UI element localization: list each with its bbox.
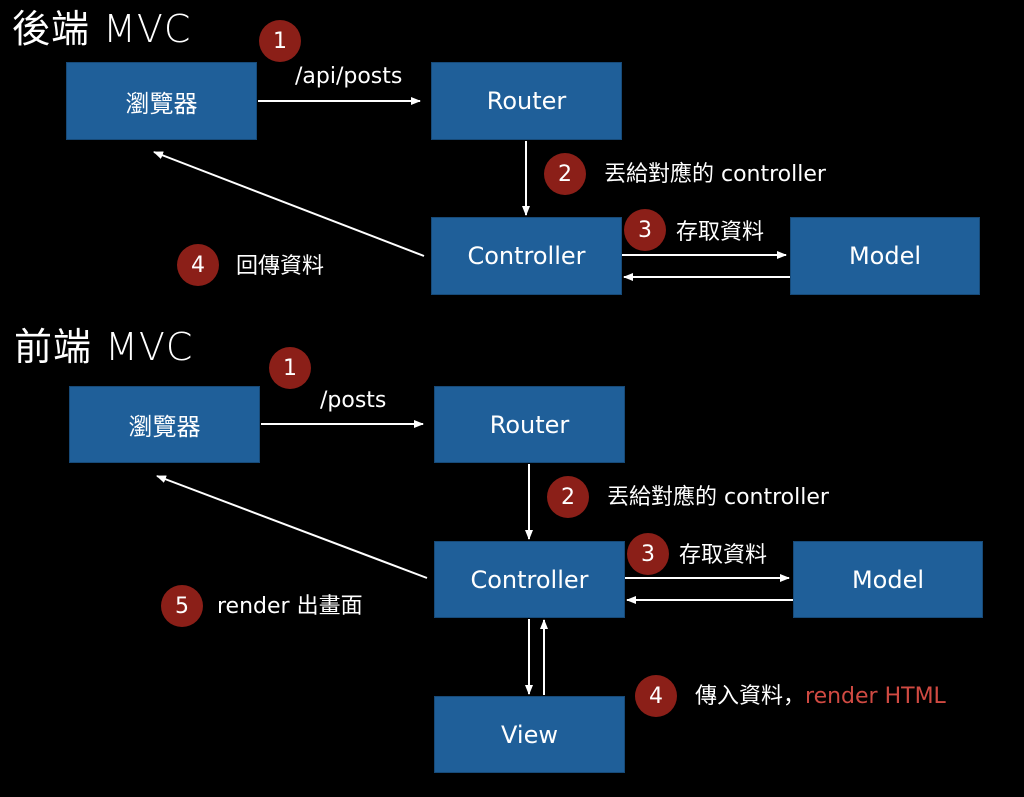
backend-step-1-label: /api/posts <box>295 64 403 89</box>
frontend-browser-box: 瀏覽器 <box>69 386 260 463</box>
frontend-view-label: View <box>501 720 558 749</box>
backend-controller-box: Controller <box>431 217 622 295</box>
frontend-step-3-badge: 3 <box>627 533 669 575</box>
backend-router-label: Router <box>486 87 567 115</box>
frontend-controller-box: Controller <box>434 541 625 618</box>
frontend-step-1-label: /posts <box>320 388 387 413</box>
frontend-model-box: Model <box>793 541 983 618</box>
backend-step-1-badge: 1 <box>259 20 301 62</box>
backend-step-4-label: 回傳資料 <box>236 254 325 279</box>
frontend-step-4-highlight: render HTML <box>805 684 946 709</box>
backend-browser-label: 瀏覽器 <box>125 89 198 118</box>
frontend-browser-label: 瀏覽器 <box>128 413 201 441</box>
arrow-frontend-controller-to-browser <box>156 475 428 579</box>
backend-model-label: Model <box>848 242 922 270</box>
frontend-step-2-badge: 2 <box>547 476 589 518</box>
backend-step-2-label: 丟給對應的 controller <box>604 162 826 187</box>
frontend-step-5-label: render 出畫面 <box>217 594 363 619</box>
frontend-model-label: Model <box>851 565 925 594</box>
frontend-step-4-text: 傳入資料， <box>695 684 806 709</box>
backend-step-2-badge: 2 <box>544 153 586 195</box>
frontend-step-5-badge: 5 <box>161 585 203 627</box>
frontend-step-4-badge: 4 <box>635 675 677 717</box>
frontend-step-3-label: 存取資料 <box>679 543 768 568</box>
backend-step-3-label: 存取資料 <box>676 220 765 245</box>
backend-title: 後端 MVC <box>12 7 192 51</box>
frontend-step-2-label: 丟給對應的 controller <box>607 485 829 510</box>
frontend-router-label: Router <box>489 410 570 439</box>
frontend-router-box: Router <box>434 386 625 463</box>
frontend-controller-label: Controller <box>470 565 589 594</box>
backend-model-box: Model <box>790 217 980 295</box>
backend-controller-label: Controller <box>467 242 586 270</box>
frontend-view-box: View <box>434 696 625 773</box>
frontend-step-1-badge: 1 <box>269 347 311 389</box>
frontend-step-4-label: 傳入資料，render HTML <box>695 686 946 708</box>
frontend-title: 前端 MVC <box>14 325 194 369</box>
backend-step-4-badge: 4 <box>177 244 219 286</box>
backend-browser-box: 瀏覽器 <box>66 62 257 140</box>
arrow-backend-controller-to-browser <box>153 151 425 257</box>
backend-router-box: Router <box>431 62 622 140</box>
backend-step-3-badge: 3 <box>624 209 666 251</box>
